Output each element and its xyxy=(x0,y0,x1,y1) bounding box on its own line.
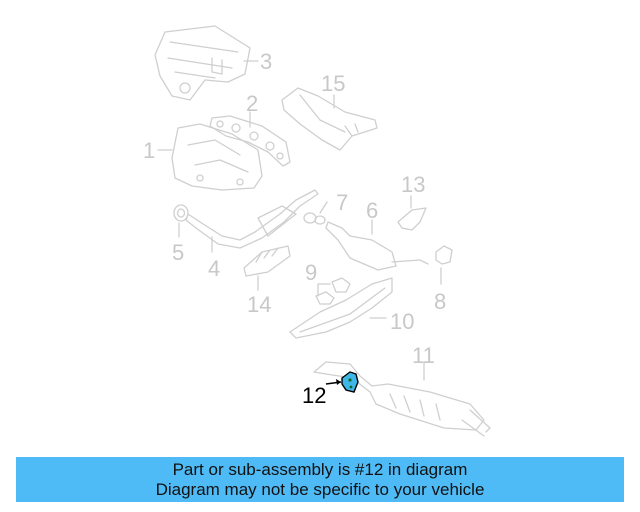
callout-11: 11 xyxy=(412,343,435,368)
callout-15: 15 xyxy=(321,71,346,96)
callout-14: 14 xyxy=(247,292,272,317)
callout-1: 1 xyxy=(143,138,156,163)
part-1-exhaust-manifold xyxy=(171,123,263,191)
part-3-heat-shield xyxy=(154,25,251,101)
part-13-bracket xyxy=(397,207,427,231)
info-banner: Part or sub-assembly is #12 in diagram D… xyxy=(16,457,624,502)
callout-6: 6 xyxy=(366,198,379,223)
part-2-gasket xyxy=(209,115,291,167)
part-9-hangers xyxy=(315,277,351,305)
callout-12-highlighted: 12 xyxy=(302,383,327,408)
callout-10: 10 xyxy=(390,309,415,334)
callout-2: 2 xyxy=(246,91,259,116)
banner-part-reference: Part or sub-assembly is #12 in diagram xyxy=(172,460,468,479)
part-8-hanger xyxy=(435,245,453,265)
part-15-heat-shield xyxy=(281,87,378,151)
part-10-heat-shield xyxy=(289,277,393,339)
part-12-hanger-highlighted xyxy=(325,371,359,393)
callout-8: 8 xyxy=(434,289,447,314)
callout-13: 13 xyxy=(401,172,426,197)
part-4-catalytic-converter xyxy=(185,189,319,249)
callout-9: 9 xyxy=(305,260,318,285)
callout-7: 7 xyxy=(336,190,349,215)
callout-4: 4 xyxy=(208,256,221,281)
part-5-gasket xyxy=(173,204,189,222)
part-11-rear-muffler xyxy=(313,361,491,437)
callout-3: 3 xyxy=(260,49,273,74)
part-14-heat-shield xyxy=(243,245,291,277)
callout-5: 5 xyxy=(172,240,185,265)
part-6-intermediate-muffler xyxy=(325,221,429,271)
exhaust-parts-diagram: 1 2 3 4 5 6 7 8 9 10 11 12 13 14 15 xyxy=(143,25,491,437)
banner-disclaimer: Diagram may not be specific to your vehi… xyxy=(155,480,485,499)
parts-illustration xyxy=(154,25,491,437)
part-7-clamp xyxy=(303,212,326,225)
